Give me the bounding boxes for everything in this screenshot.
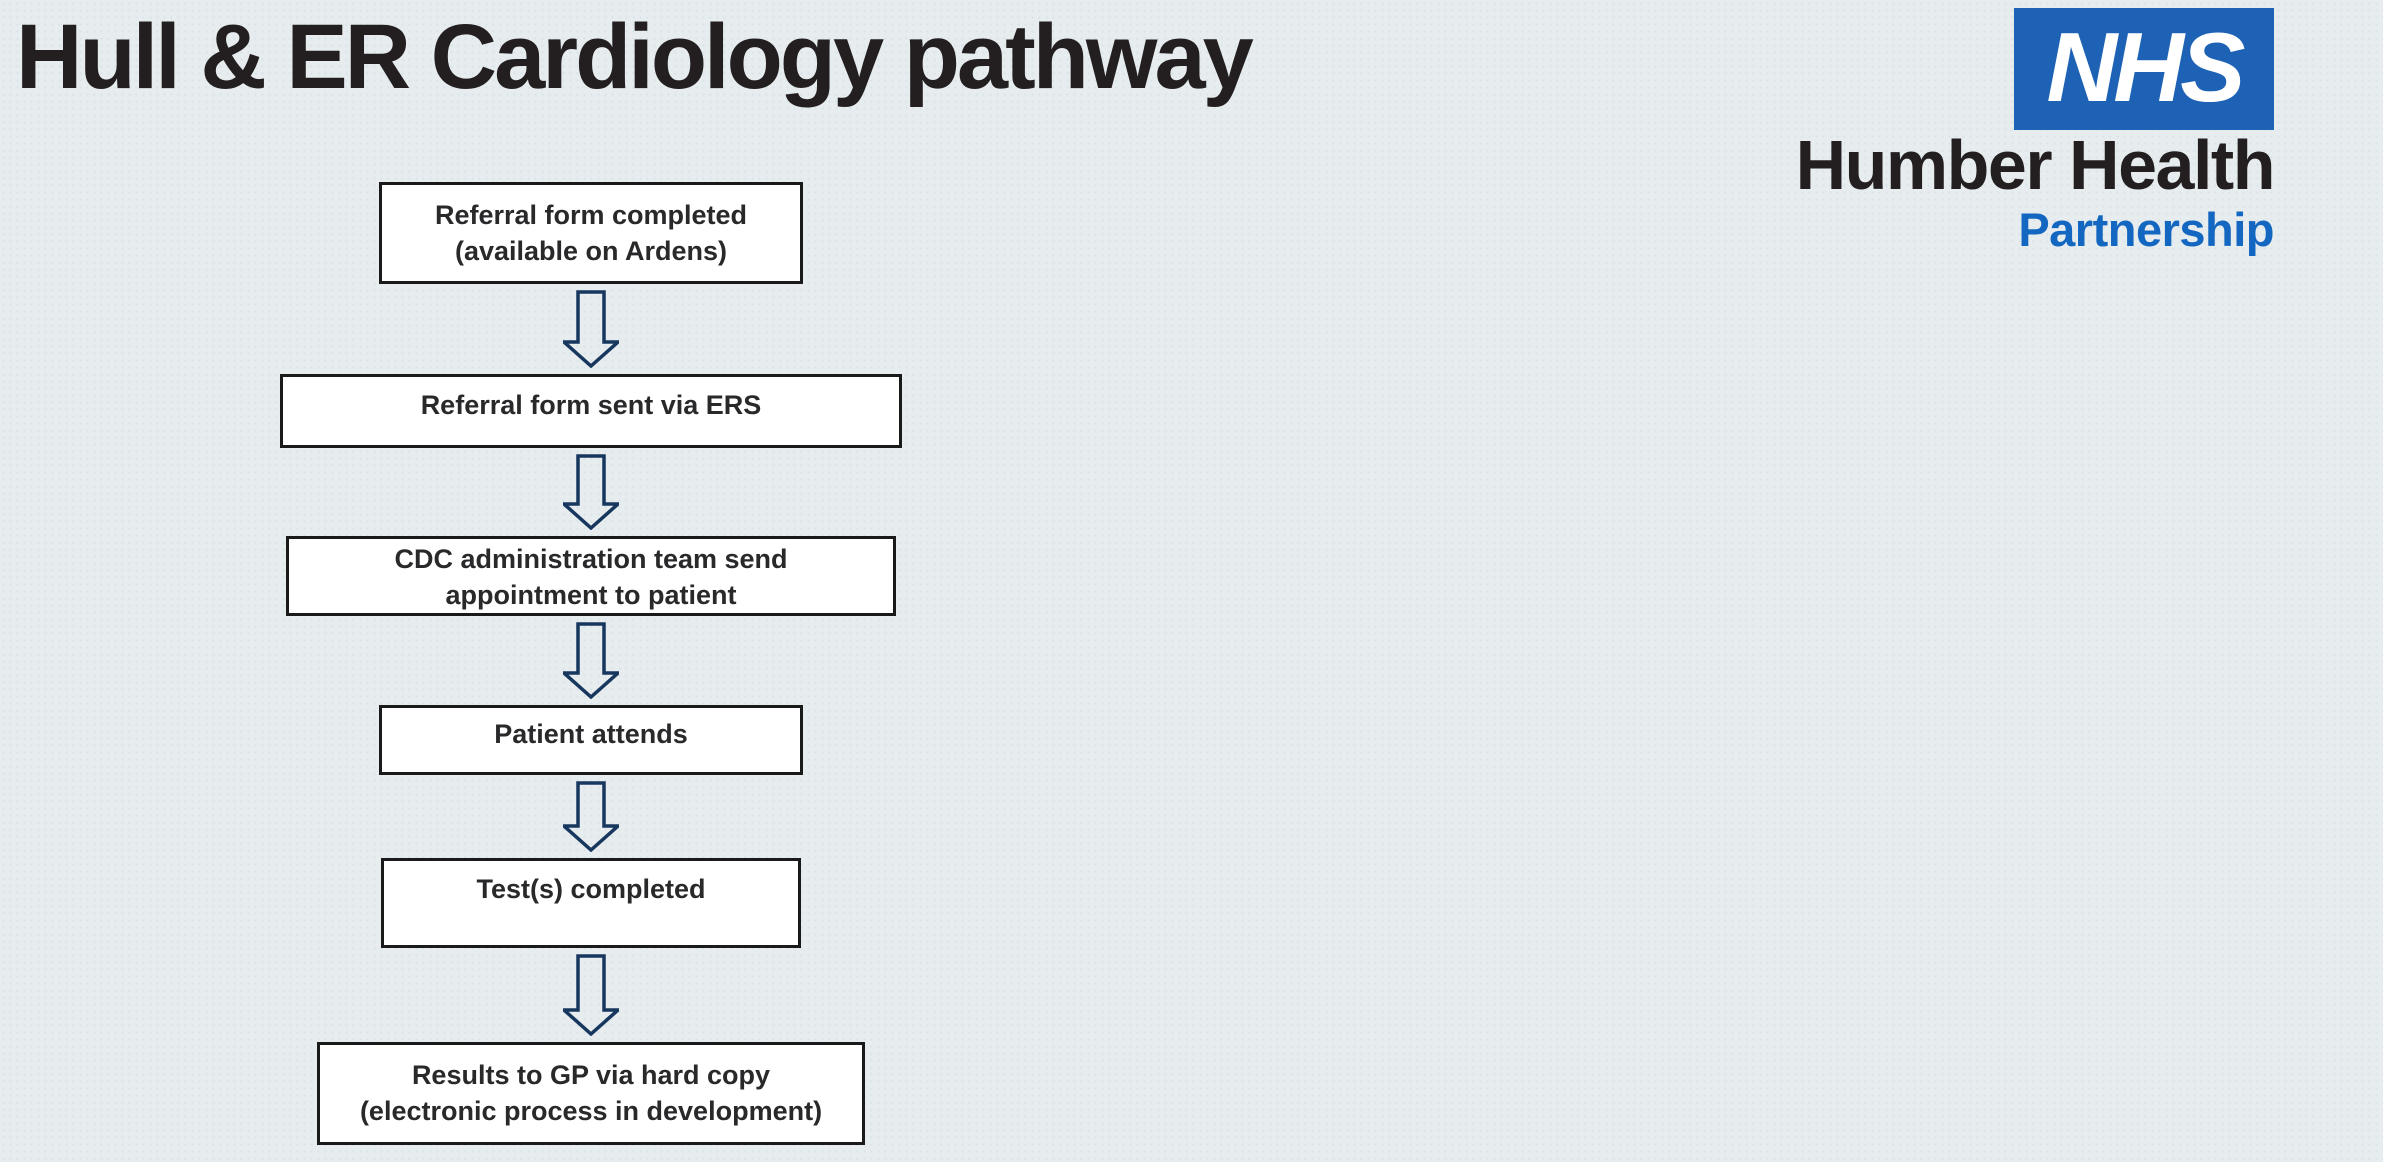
down-arrow-icon <box>559 290 623 369</box>
page-title: Hull & ER Cardiology pathway <box>16 6 1254 108</box>
flow-step-label: appointment to patient <box>445 580 737 610</box>
nhs-humber-logo: NHS Humber Health Partnership <box>1714 8 2276 256</box>
down-arrow-icon <box>559 454 623 531</box>
nhs-logo-icon: NHS <box>2014 8 2274 130</box>
down-arrow-icon <box>559 781 623 853</box>
down-arrow-icon <box>559 954 623 1037</box>
nhs-logo-text: NHS <box>2046 12 2246 122</box>
flow-step-box: Results to GP via hard copy (electronic p… <box>317 1042 865 1145</box>
flow-step-label: Referral form completed <box>434 200 748 230</box>
flow-connector-arrow <box>559 290 623 373</box>
flow-connector-arrow <box>559 954 623 1041</box>
flow-step-box: Referral form completed (available on Ard… <box>379 182 803 284</box>
flow-step-label: Test(s) completed <box>476 874 706 904</box>
flow-step-box: Patient attends <box>379 705 803 775</box>
flow-step-box: Referral form sent via ERS <box>280 374 902 448</box>
flow-step-label: Referral form sent via ERS <box>420 390 762 420</box>
flow-connector-arrow <box>559 622 623 704</box>
flow-step-label: (electronic process in development) <box>359 1096 823 1126</box>
flow-step-label: (available on Ardens) <box>454 236 728 266</box>
flow-step-label: Patient attends <box>494 719 688 749</box>
flow-step-label: CDC administration team send <box>394 544 788 574</box>
flow-connector-arrow <box>559 781 623 857</box>
down-arrow-icon <box>559 622 623 700</box>
flow-step-box: Test(s) completed <box>381 858 801 948</box>
flow-step-box: CDC administration team send appointment … <box>286 536 896 616</box>
flow-connector-arrow <box>559 454 623 535</box>
logo-partnership-label: Partnership <box>2018 203 2274 256</box>
flow-step-label: Results to GP via hard copy <box>411 1060 771 1090</box>
logo-org-name: Humber Health <box>1795 126 2276 204</box>
